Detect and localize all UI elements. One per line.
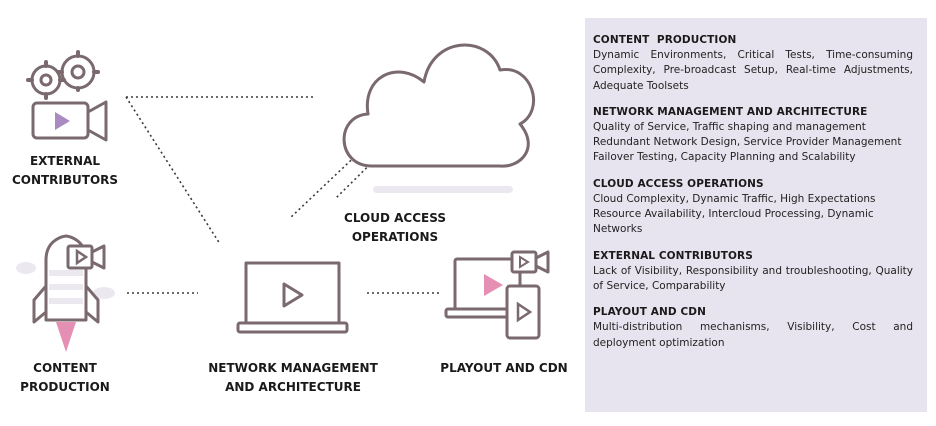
cloud-access-label: CLOUD ACCESS OPERATIONS — [330, 209, 460, 247]
panel-section-external-contributors: EXTERNAL CONTRIBUTORS Lack of Visibility… — [593, 249, 913, 295]
network-management-label: NETWORK MANAGEMENT AND ARCHITECTURE — [203, 359, 383, 397]
devices-play-icon — [444, 250, 550, 340]
panel-section-network-management: NETWORK MANAGEMENT AND ARCHITECTURE Qual… — [593, 105, 913, 166]
section-title: CLOUD ACCESS OPERATIONS — [593, 177, 764, 190]
content-production-label-line2: PRODUCTION — [20, 380, 110, 394]
panel-section-cloud-access: CLOUD ACCESS OPERATIONS Cloud Complexity… — [593, 177, 913, 238]
section-body: Multi-distribution mechanisms, Visibilit… — [593, 321, 913, 349]
section-title: EXTERNAL CONTRIBUTORS — [593, 249, 753, 262]
section-body: Dynamic Environments, Critical Tests, Ti… — [593, 49, 913, 92]
connectors — [125, 94, 442, 294]
section-body: Lack of Visibility, Responsibility and t… — [593, 264, 913, 292]
diagram-graphics — [16, 43, 550, 352]
connector-external-to-network — [125, 96, 221, 245]
playout-cdn-label: PLAYOUT AND CDN — [430, 359, 578, 378]
network-management-label-line1: NETWORK MANAGEMENT — [208, 361, 378, 375]
section-body: Cloud Complexity, Dynamic Traffic, High … — [593, 192, 876, 236]
section-title: CONTENT PRODUCTION — [593, 34, 737, 46]
cloud-access-label-line1: CLOUD ACCESS — [344, 211, 446, 225]
content-production-label: CONTENT PRODUCTION — [10, 359, 120, 397]
cloud-access-label-line2: OPERATIONS — [351, 230, 439, 244]
external-contributors-label-line2: CONTRIBUTORS — [11, 173, 119, 187]
section-title: PLAYOUT AND CDN — [593, 306, 707, 319]
network-management-label-line2: AND ARCHITECTURE — [225, 380, 361, 394]
details-panel: CONTENT PRODUCTION Dynamic Environments,… — [585, 18, 927, 412]
external-contributors-label: EXTERNAL CONTRIBUTORS — [10, 152, 120, 190]
external-contributors-label-line1: EXTERNAL — [29, 154, 101, 168]
panel-section-playout-cdn: PLAYOUT AND CDN Multi-distribution mecha… — [593, 305, 913, 351]
cloud-icon — [342, 43, 536, 193]
section-title: NETWORK MANAGEMENT AND ARCHITECTURE — [593, 105, 868, 118]
section-body: Quality of Service, Traffic shaping and … — [593, 120, 902, 164]
panel-section-content-production: CONTENT PRODUCTION Dynamic Environments,… — [593, 33, 913, 94]
content-production-label-line1: CONTENT — [33, 361, 97, 375]
laptop-play-icon — [236, 261, 349, 334]
rocket-icon — [16, 234, 115, 352]
camera-gears-icon — [26, 50, 108, 142]
playout-cdn-label-line1: PLAYOUT AND CDN — [440, 361, 568, 375]
network-diagram: EXTERNAL CONTRIBUTORS CLOUD ACCESS OPERA… — [10, 43, 578, 397]
